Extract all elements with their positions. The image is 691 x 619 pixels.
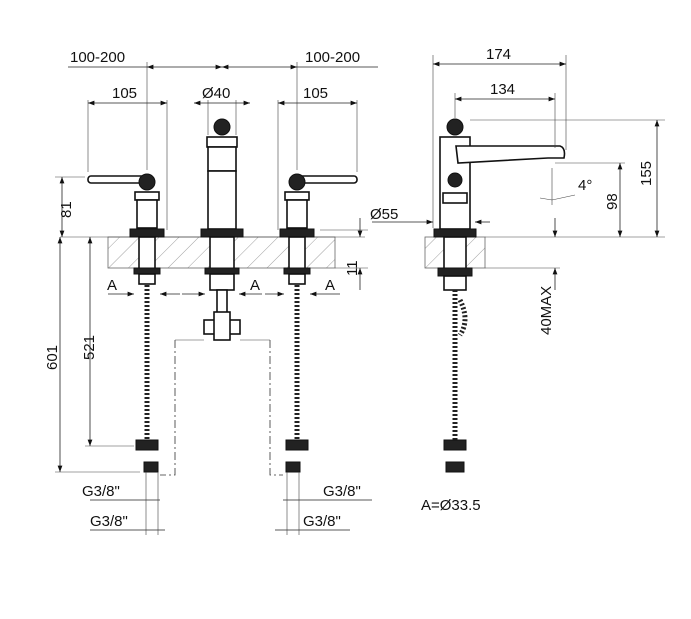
conn-right-upper: G3/8" — [323, 483, 361, 500]
conn-right-lower: G3/8" — [303, 513, 341, 530]
side-view: 174 134 155 98 4° 40MAX A=Ø33.5 — [372, 46, 665, 514]
left-valve-handle — [87, 173, 165, 473]
dim-spacing-left: 100-200 — [70, 49, 125, 66]
dim-deck-max: 40MAX — [538, 286, 555, 335]
conn-left-upper: G3/8" — [82, 483, 120, 500]
conn-left-lower: G3/8" — [90, 513, 128, 530]
dim-spacing-right: 100-200 — [305, 49, 360, 66]
dim-base-diameter: Ø55 — [370, 206, 398, 223]
front-view: 100-200 100-200 105 Ø40 105 81 Ø55 11 A … — [44, 49, 398, 535]
legend-a-diameter: A=Ø33.5 — [421, 497, 481, 514]
dim-total-hose: 601 — [44, 345, 61, 370]
dim-hose: 521 — [81, 335, 98, 360]
dim-spout-reach: 134 — [490, 81, 515, 98]
dim-spout-diameter: Ø40 — [202, 85, 230, 102]
dim-handle-height: 81 — [58, 201, 75, 218]
label-a-right: A — [325, 277, 335, 294]
dim-handle-right: 105 — [303, 85, 328, 102]
label-a-left: A — [107, 277, 117, 294]
dim-depth: 174 — [486, 46, 511, 63]
dim-deck-thickness: 11 — [344, 260, 361, 276]
dim-handle-left: 105 — [112, 85, 137, 102]
dim-total-height: 155 — [638, 161, 655, 186]
side-faucet-body — [433, 118, 566, 473]
right-valve-handle — [279, 173, 358, 473]
label-a-center: A — [250, 277, 260, 294]
dim-angle: 4° — [578, 177, 592, 194]
dim-spout-height: 98 — [604, 193, 621, 210]
center-spout — [160, 118, 283, 476]
